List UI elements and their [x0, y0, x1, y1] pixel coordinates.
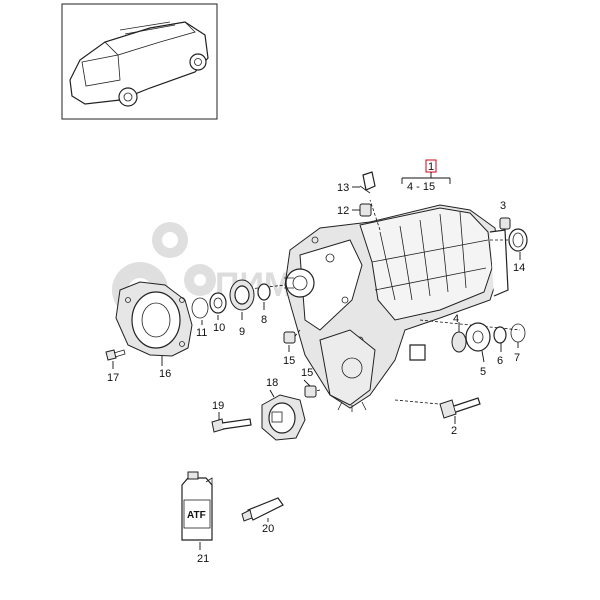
part-19-bolt: 19 — [211, 400, 252, 433]
part-13-breather: 13 — [337, 171, 376, 194]
callout-14: 14 — [513, 262, 525, 274]
part-2-bolt: 2 — [439, 397, 481, 437]
part-16-cover: 16 — [115, 281, 193, 380]
suv-icon — [69, 21, 209, 107]
part-10-ring: 10 — [209, 292, 227, 334]
part-15-plug-a: 15 — [283, 331, 296, 367]
part-11-oring: 11 — [191, 297, 209, 339]
callout-16: 16 — [159, 368, 171, 380]
part-20-sealant-tube: 20 — [241, 497, 284, 535]
callout-3: 3 — [500, 200, 506, 212]
callout-2: 2 — [451, 425, 457, 437]
group-range-label: 4 - 15 — [407, 181, 435, 193]
callout-15b: 15 — [301, 367, 313, 379]
part-12-plug: 12 — [337, 203, 372, 217]
callout-15a: 15 — [283, 355, 295, 367]
callout-11: 11 — [196, 327, 207, 339]
callout-18: 18 — [266, 377, 278, 389]
callout-20: 20 — [262, 523, 274, 535]
group-ref-number: 1 — [428, 161, 434, 173]
group-reference: 1 4 - 15 — [401, 159, 451, 193]
part-15-plug-b: 15 — [301, 367, 317, 398]
callout-21: 21 — [197, 553, 209, 565]
callout-13: 13 — [337, 182, 349, 194]
callout-17: 17 — [107, 372, 119, 384]
vehicle-thumbnail — [61, 3, 218, 120]
callout-4: 4 — [453, 313, 459, 325]
callout-6: 6 — [497, 355, 503, 367]
callout-5: 5 — [480, 366, 486, 378]
callout-7: 7 — [514, 352, 520, 364]
part-3-bolt: 3 — [499, 200, 511, 230]
part-9-flange: 9 — [229, 279, 255, 338]
part-17-bolt: 17 — [105, 349, 126, 384]
atf-label: ATF — [187, 510, 206, 521]
callout-10: 10 — [213, 322, 225, 334]
callout-12: 12 — [337, 205, 349, 217]
part-8-seal: 8 — [257, 283, 271, 326]
part-5-washer: 5 — [465, 322, 491, 378]
part-21-atf-bottle: ATF 21 — [181, 471, 213, 565]
callout-8: 8 — [261, 314, 267, 326]
part-4-seal: 4 — [451, 313, 467, 353]
part-14-seal: 14 — [508, 228, 528, 274]
part-6-ring: 6 — [493, 326, 507, 367]
part-18-actuator: 18 — [261, 377, 306, 441]
part-7-circlip: 7 — [510, 323, 526, 364]
callout-9: 9 — [239, 326, 245, 338]
callout-19: 19 — [212, 400, 224, 412]
transfer-case-housing — [284, 204, 509, 412]
